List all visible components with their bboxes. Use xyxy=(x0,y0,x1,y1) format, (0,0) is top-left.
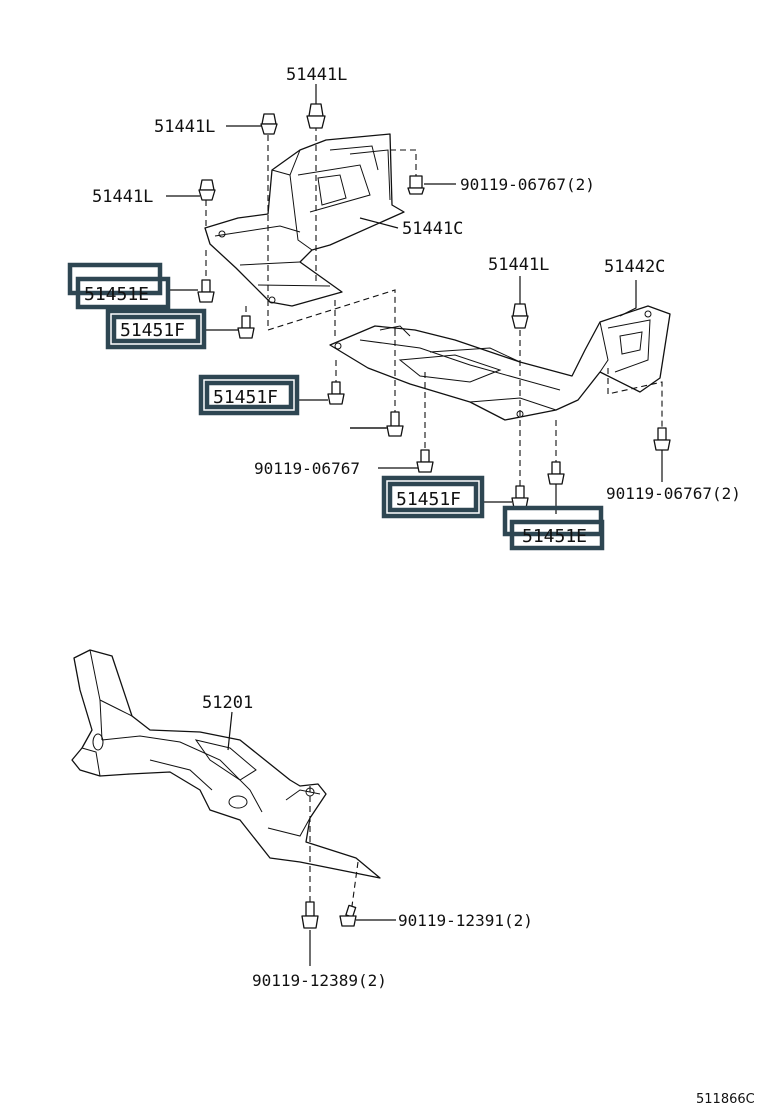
label-bolt-top-right: 90119-06767(2) xyxy=(460,175,595,194)
bolt-icon xyxy=(301,901,319,929)
assembly-lines xyxy=(205,125,663,907)
highlight-box-screw-e-left: 51451E xyxy=(67,262,171,310)
bolt-icon xyxy=(407,175,425,195)
bolt-icon xyxy=(386,411,404,437)
clip-icon xyxy=(511,303,529,329)
label-bolt-crossmember-right: 90119-12391(2) xyxy=(398,911,533,930)
highlight-box-screw-f-1: 51451F xyxy=(105,308,207,350)
highlight-box-screw-f-3: 51451F xyxy=(381,475,485,519)
clip-icon xyxy=(306,103,326,129)
screw-icon xyxy=(197,279,215,303)
leader-lines xyxy=(166,84,663,966)
label-clip-top: 51441L xyxy=(286,65,347,85)
label-bolt-crossmember-bottom: 90119-12389(2) xyxy=(252,971,387,990)
diagram-code: 511866C xyxy=(696,1092,755,1107)
label-front-shield: 51441C xyxy=(402,219,463,239)
highlight-box-screw-e-right: 51451E xyxy=(502,505,605,551)
label-rear-shield: 51442C xyxy=(604,257,665,277)
bolt-icon xyxy=(416,449,434,473)
screw-icon xyxy=(547,461,565,485)
label-clip-left: 51441L xyxy=(92,187,153,207)
label-screw-f-1: 51451F xyxy=(120,320,185,341)
rear-engine-under-cover xyxy=(329,305,671,421)
highlighted-labels: 51451E 51451F 51451F 51451F 51451E xyxy=(67,262,605,551)
label-screw-e-right: 51451E xyxy=(522,526,587,547)
clip-icon xyxy=(198,179,216,201)
clip-icon xyxy=(260,113,278,135)
bolt-icon xyxy=(653,427,671,451)
label-clip-right-shield: 51441L xyxy=(488,255,549,275)
label-clip-upper-left: 51441L xyxy=(154,117,215,137)
screw-icon xyxy=(511,485,529,509)
label-bolt-right: 90119-06767(2) xyxy=(606,484,741,503)
label-screw-e-left: 51451E xyxy=(84,284,149,305)
label-screw-f-3: 51451F xyxy=(396,489,461,510)
fasteners xyxy=(197,103,671,929)
part-labels: 51441L 51441L 51441L 51441C 51441L 51442… xyxy=(92,65,755,1107)
highlight-box-screw-f-2: 51451F xyxy=(198,374,300,416)
screw-icon xyxy=(327,381,345,405)
bolt-icon xyxy=(339,904,357,927)
front-engine-under-cover xyxy=(204,133,405,307)
label-front-crossmember: 51201 xyxy=(202,693,253,713)
screw-icon xyxy=(237,315,255,339)
label-screw-f-2: 51451F xyxy=(213,387,278,408)
label-bolt-middle: 90119-06767 xyxy=(254,459,360,478)
front-crossmember xyxy=(71,649,381,879)
